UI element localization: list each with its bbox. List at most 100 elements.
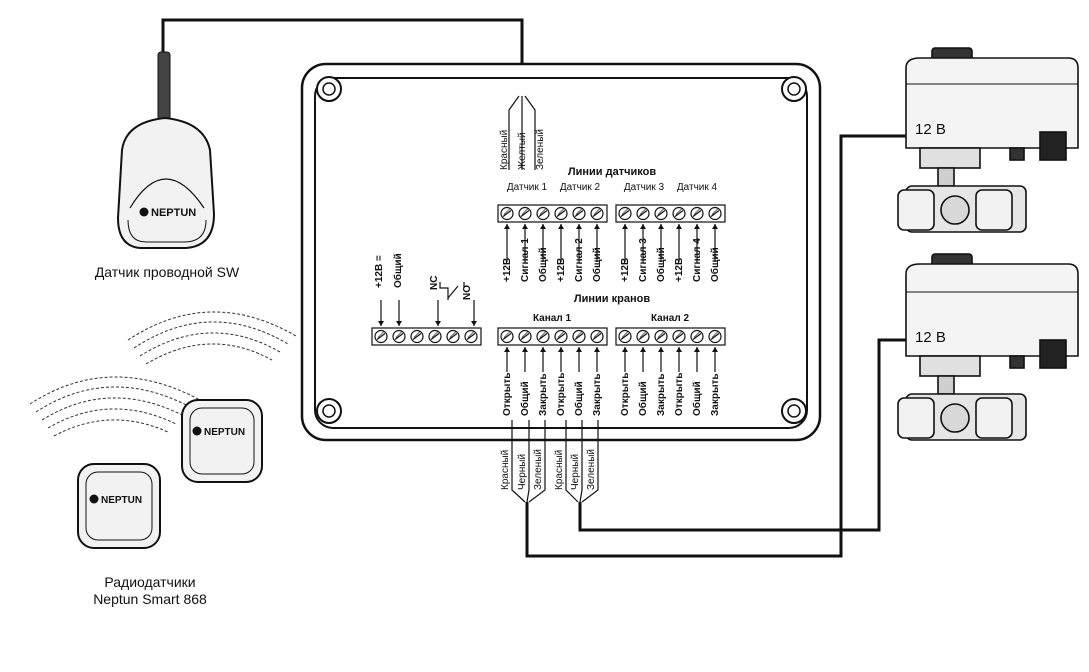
- terminal-screw: [672, 206, 686, 221]
- terminal-screw: [708, 206, 722, 221]
- terminal-screw: [654, 329, 668, 344]
- radio-sensors-caption: Радиодатчики Neptun Smart 868: [70, 574, 230, 608]
- terminal-screw: [374, 329, 388, 344]
- terminal-label: Сигнал 2: [574, 238, 585, 282]
- terminal-label-common: Общий: [392, 253, 404, 288]
- wire-arrow: [435, 300, 441, 326]
- wire-label-red: Красный: [554, 450, 565, 490]
- valve-cable-fanout: [511, 420, 599, 503]
- wire-label-red: Красный: [499, 130, 510, 170]
- wire-arrow: [640, 224, 646, 262]
- sensor-lines-title: Линии датчиков: [568, 166, 656, 178]
- terminal-label: Общий: [537, 247, 549, 282]
- terminal-screw: [690, 206, 704, 221]
- brand-label: NEPTUN: [101, 495, 142, 506]
- relay-label-nc: NC: [429, 276, 440, 290]
- wire-arrow: [504, 347, 510, 372]
- wire-arrow: [622, 347, 628, 372]
- valve-cable-1: [525, 134, 906, 558]
- terminal-label: Закрыть: [710, 373, 721, 416]
- wire-arrow: [522, 224, 528, 262]
- terminal-label: Общий: [691, 381, 703, 416]
- terminal-label: Общий: [637, 381, 649, 416]
- valve-voltage-label: 12 В: [915, 121, 946, 138]
- radio-sensors-caption-line1: Радиодатчики: [104, 574, 196, 590]
- terminal-screw: [500, 329, 514, 344]
- wire-arrow: [594, 224, 600, 262]
- wire-label-green: Зеленый: [535, 129, 546, 170]
- wire-arrow: [396, 300, 402, 326]
- radio-sensors-caption-line2: Neptun Smart 868: [93, 591, 207, 607]
- terminal-screw: [590, 206, 604, 221]
- neptun-logo: [192, 426, 202, 436]
- terminal-label: Общий: [655, 247, 667, 282]
- terminal-label: Открыть: [620, 373, 631, 416]
- neptun-logo: NEPTUN: [139, 207, 196, 219]
- terminal-label: +12B: [674, 258, 685, 282]
- wire-arrow: [576, 224, 582, 262]
- terminal-screw: [672, 329, 686, 344]
- sensor-group-label: Датчик 2: [560, 182, 601, 193]
- terminal-screw: [708, 329, 722, 344]
- relay-contact-symbol: [439, 282, 465, 300]
- wired-sensor-caption: Датчик проводной SW: [94, 264, 240, 280]
- wire-arrow: [676, 347, 682, 372]
- wire-label-green: Зеленый: [586, 449, 597, 490]
- terminal-label: +12B: [556, 258, 567, 282]
- terminal-screw: [618, 206, 632, 221]
- terminal-screw: [536, 329, 550, 344]
- terminal-screw: [446, 329, 460, 344]
- terminal-label: Сигнал 1: [520, 238, 531, 282]
- terminal-screw: [410, 329, 424, 344]
- wire-arrow: [694, 347, 700, 372]
- sensor-cable: [161, 18, 524, 96]
- valve-voltage-label: 12 В: [915, 329, 946, 346]
- wire-arrow: [676, 224, 682, 262]
- terminal-screw: [590, 329, 604, 344]
- terminal-screw: [636, 329, 650, 344]
- terminal-screw: [572, 206, 586, 221]
- wire-arrow: [558, 224, 564, 262]
- radio-waves-icon: [29, 311, 297, 437]
- sensor-group-label: Датчик 1: [507, 182, 548, 193]
- valve-cable-2: [578, 338, 906, 532]
- sensor-group-label: Датчик 3: [624, 182, 665, 193]
- wire-arrow: [658, 224, 664, 262]
- radio-sensor: NEPTUN: [77, 463, 161, 549]
- terminal-label: +12B: [502, 258, 513, 282]
- wire-arrow: [558, 347, 564, 372]
- terminal-screw: [536, 206, 550, 221]
- valve-lines-title: Линии кранов: [574, 293, 650, 305]
- corner-screw: [316, 76, 342, 102]
- valve-terminal-arrows: [504, 347, 718, 372]
- terminal-screw: [554, 206, 568, 221]
- wire-arrow: [504, 224, 510, 262]
- motorized-valve-1: [897, 47, 1079, 233]
- wire-arrow: [522, 347, 528, 372]
- terminal-screw: [690, 329, 704, 344]
- terminal-screw: [392, 329, 406, 344]
- terminal-screw: [518, 329, 532, 344]
- terminal-label: Общий: [573, 381, 585, 416]
- valve-group-label: Канал 2: [651, 313, 690, 324]
- sensor-cable-fanout: [508, 95, 536, 170]
- brand-label: NEPTUN: [151, 207, 196, 219]
- wire-arrow: [658, 347, 664, 372]
- wire-label-yellow: Желтый: [517, 132, 528, 170]
- sensor-terminal-labels: +12B Сигнал 1 Общий +12B Сигнал 2 Общий …: [502, 238, 721, 282]
- terminal-screw: [518, 206, 532, 221]
- wire-label-red: Красный: [500, 450, 511, 490]
- wire-arrow: [622, 224, 628, 262]
- terminal-label: +12B: [620, 258, 631, 282]
- terminal-label: Открыть: [674, 373, 685, 416]
- terminal-screw: [618, 329, 632, 344]
- terminal-label: Открыть: [556, 373, 567, 416]
- wire-arrow: [471, 300, 477, 326]
- terminal-label: Открыть: [502, 373, 513, 416]
- radio-sensor: NEPTUN: [181, 399, 263, 483]
- terminal-screw: [554, 329, 568, 344]
- valve-terminal-blocks: [497, 327, 726, 346]
- wire-label-black: Черный: [517, 454, 528, 490]
- wire-arrow: [694, 224, 700, 262]
